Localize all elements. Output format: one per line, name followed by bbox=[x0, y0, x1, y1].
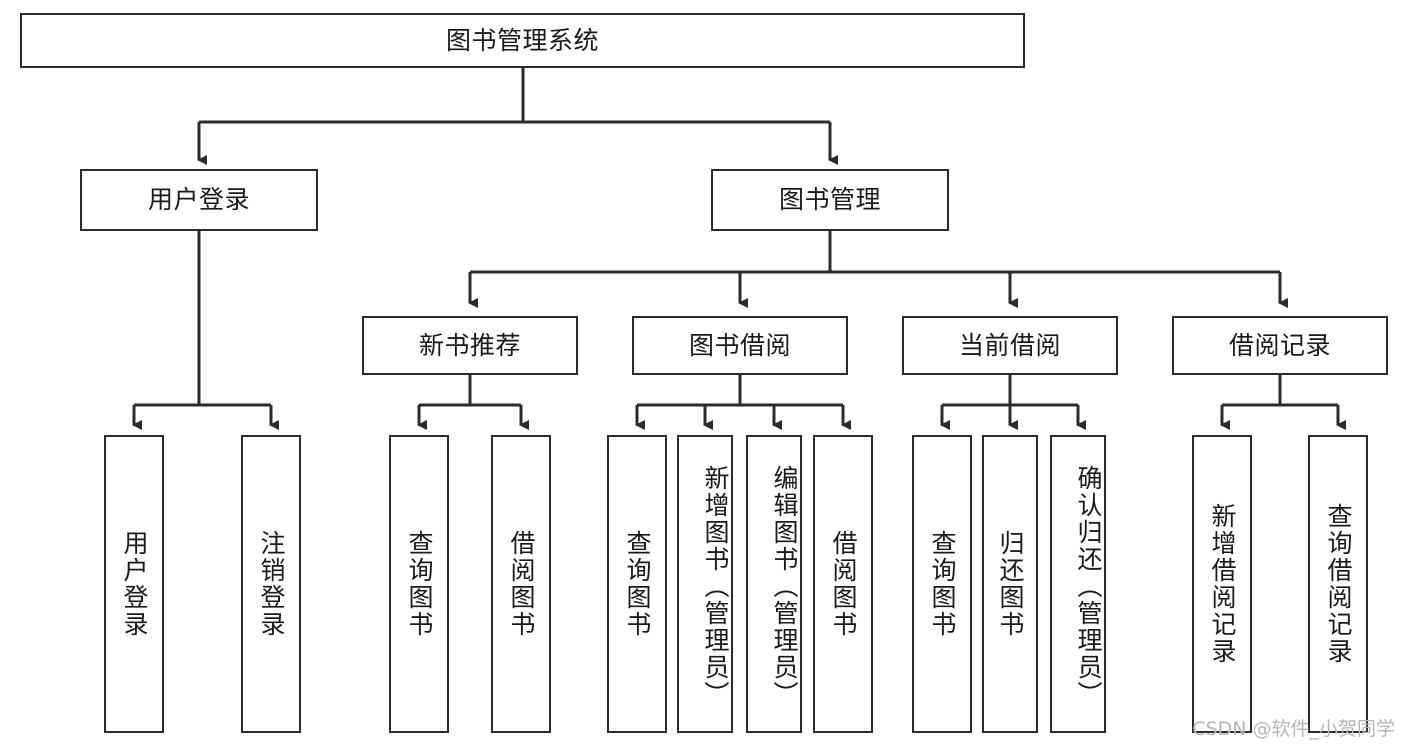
node-label: 当前借阅 bbox=[958, 330, 1061, 360]
node-label: 借阅图书 bbox=[829, 530, 858, 638]
leaf-confirm-return[interactable]: 确认归还（管理员） bbox=[1050, 435, 1106, 733]
node-label: 借阅记录 bbox=[1228, 330, 1331, 360]
node-label: 新增图书（管理员） bbox=[701, 464, 730, 708]
node-label: 新书推荐 bbox=[418, 330, 521, 360]
node-label: 编辑图书（管理员） bbox=[770, 464, 799, 708]
node-label: 用户登录 bbox=[147, 185, 250, 215]
leaf-query-book-recommend[interactable]: 查询图书 bbox=[389, 435, 449, 733]
node-label: 用户登录 bbox=[120, 530, 149, 638]
node-label: 确认归还（管理员） bbox=[1074, 464, 1103, 708]
leaf-query-borrow-record[interactable]: 查询借阅记录 bbox=[1308, 435, 1368, 733]
node-current-borrow[interactable]: 当前借阅 bbox=[902, 316, 1118, 375]
node-label: 查询图书 bbox=[928, 530, 957, 638]
leaf-borrow-book[interactable]: 借阅图书 bbox=[813, 435, 873, 733]
node-label: 图书管理系统 bbox=[445, 25, 599, 55]
node-label: 归还图书 bbox=[996, 530, 1025, 638]
node-label: 查询图书 bbox=[405, 530, 434, 638]
leaf-query-book-current[interactable]: 查询图书 bbox=[912, 435, 972, 733]
node-label: 注销登录 bbox=[257, 530, 286, 638]
node-label: 借阅图书 bbox=[507, 530, 536, 638]
node-label: 图书借阅 bbox=[688, 330, 791, 360]
leaf-borrow-book-recommend[interactable]: 借阅图书 bbox=[491, 435, 551, 733]
node-label: 图书管理 bbox=[778, 185, 881, 215]
node-label: 查询借阅记录 bbox=[1324, 503, 1353, 665]
leaf-return-book[interactable]: 归还图书 bbox=[982, 435, 1038, 733]
node-user-login[interactable]: 用户登录 bbox=[80, 169, 318, 231]
node-new-book-recommend[interactable]: 新书推荐 bbox=[362, 316, 578, 375]
node-root-book-management-system[interactable]: 图书管理系统 bbox=[20, 13, 1025, 68]
leaf-query-book-borrow[interactable]: 查询图书 bbox=[607, 435, 667, 733]
leaf-add-borrow-record[interactable]: 新增借阅记录 bbox=[1192, 435, 1252, 733]
leaf-edit-book[interactable]: 编辑图书（管理员） bbox=[746, 435, 802, 733]
node-label: 新增借阅记录 bbox=[1208, 503, 1237, 665]
node-book-manage[interactable]: 图书管理 bbox=[711, 169, 949, 231]
leaf-user-login[interactable]: 用户登录 bbox=[104, 435, 164, 733]
node-book-borrow[interactable]: 图书借阅 bbox=[632, 316, 848, 375]
watermark-text: CSDN @软件_小贺同学 bbox=[1192, 718, 1395, 740]
leaf-user-logout[interactable]: 注销登录 bbox=[241, 435, 301, 733]
node-borrow-record[interactable]: 借阅记录 bbox=[1172, 316, 1388, 375]
node-label: 查询图书 bbox=[623, 530, 652, 638]
leaf-add-book[interactable]: 新增图书（管理员） bbox=[677, 435, 733, 733]
